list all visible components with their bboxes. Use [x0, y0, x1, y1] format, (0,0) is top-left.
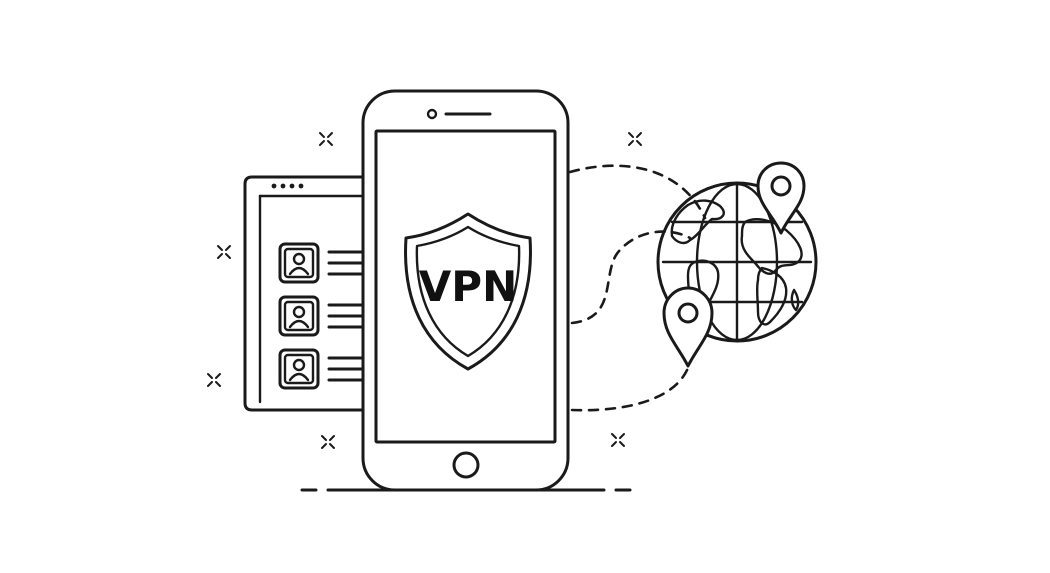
phone-icon	[361, 89, 570, 492]
user-row	[278, 242, 364, 284]
sparkle-icon	[321, 435, 335, 449]
location-pin-icon	[756, 161, 806, 235]
sparkle-icon	[217, 245, 231, 259]
user-row	[278, 295, 364, 337]
shield-icon: VPN	[404, 212, 532, 371]
location-pin-icon	[662, 286, 714, 368]
vpn-label: VPN	[419, 262, 517, 311]
sparkle-icon	[611, 433, 625, 447]
user-row	[278, 348, 364, 390]
sparkle-icon	[628, 132, 642, 146]
browser-window-icon	[243, 175, 374, 412]
sparkle-icon	[319, 132, 333, 146]
sparkle-icon	[207, 373, 221, 387]
